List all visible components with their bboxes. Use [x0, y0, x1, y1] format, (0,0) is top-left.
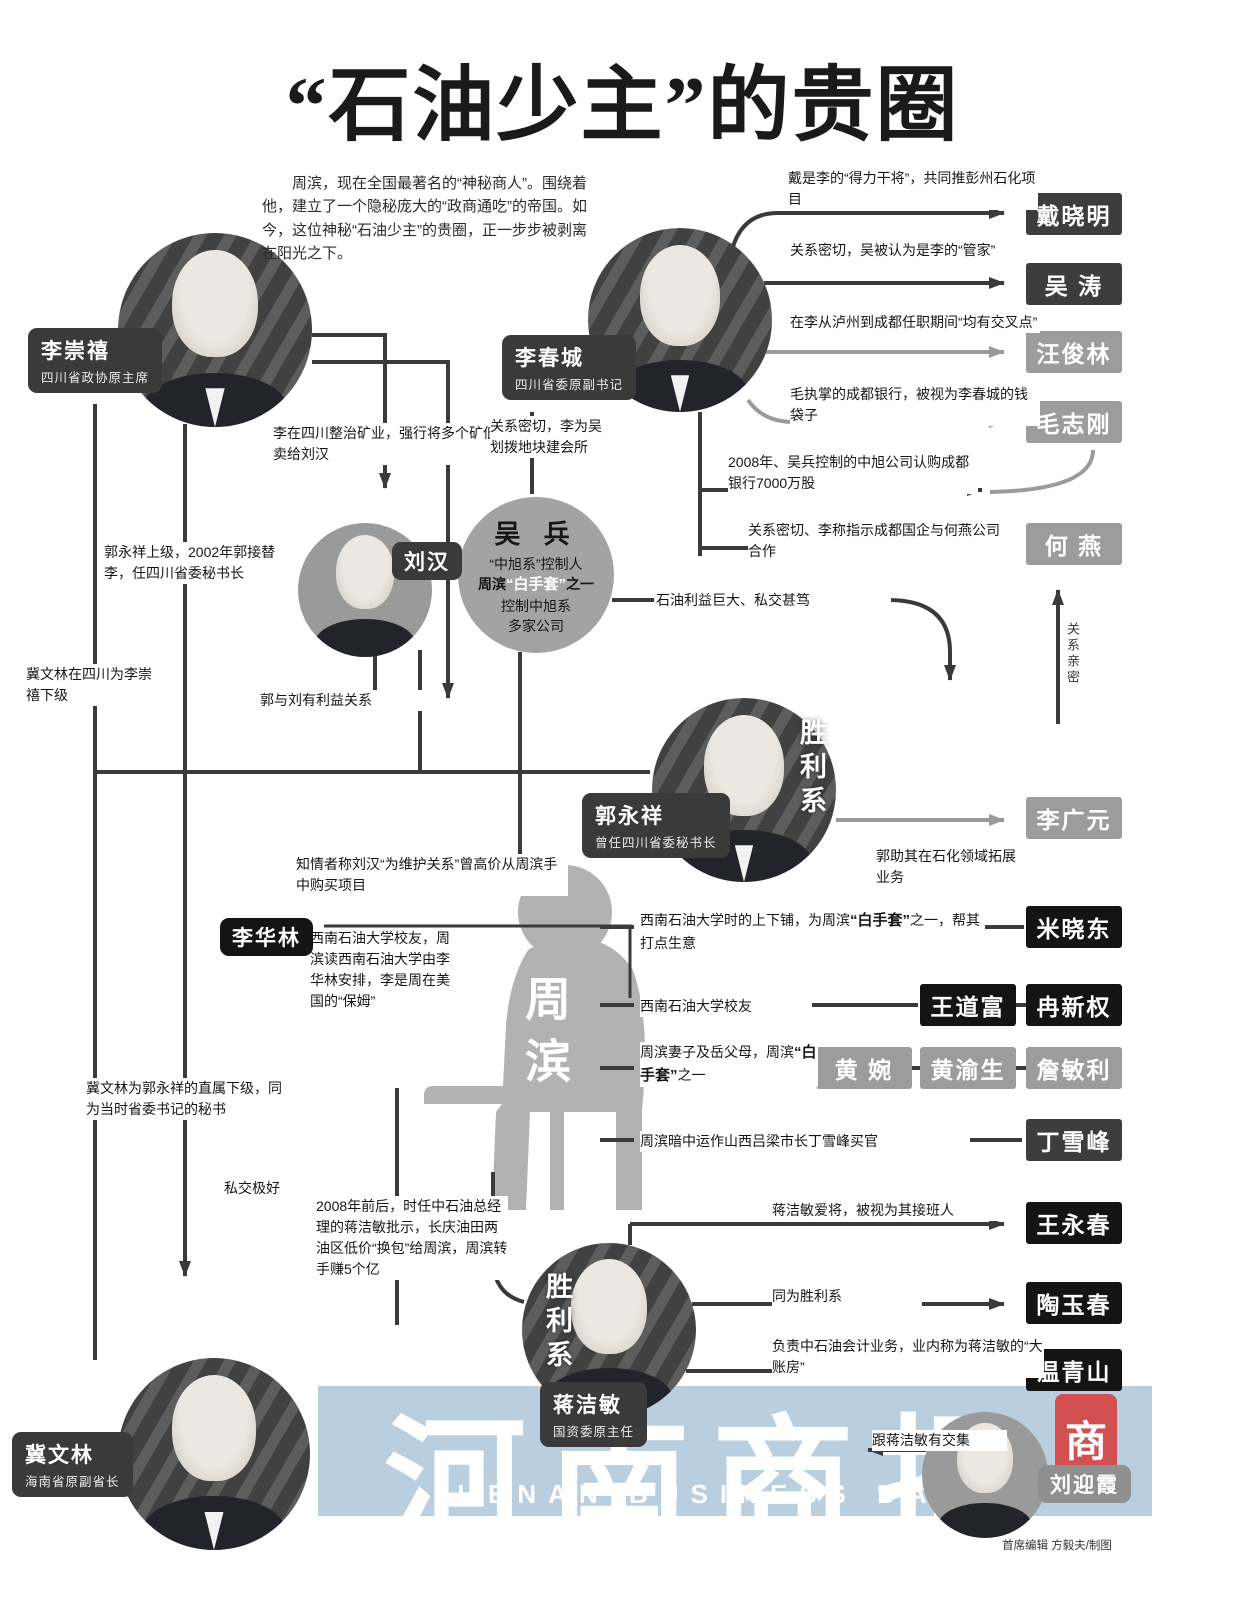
- node-mao-zhigang: 毛志刚: [1026, 401, 1122, 443]
- credit-line: 首席编辑 方毅夫/制图: [1002, 1540, 1112, 1552]
- person-role: 国资委原主任: [553, 1425, 635, 1439]
- desc-highlight: “白手套”: [505, 575, 566, 593]
- note-mao: 毛执掌的成都银行，被视为李春城的钱袋子: [790, 384, 1040, 426]
- note-shihua: 郭助其在石化领域拓展业务: [876, 846, 1026, 888]
- note-dai: 戴是李的“得力干将”，共同推彭州石化项目: [788, 168, 1038, 210]
- note-zhongxu: 2008年、吴兵控制的中旭公司认购成都银行7000万股: [728, 452, 978, 494]
- node-wu-tao: 吴 涛: [1026, 263, 1122, 305]
- note-wang: 在李从泸州到成都任职期间“均有交叉点”: [790, 312, 1040, 333]
- node-li-guangyuan: 李广元: [1026, 797, 1122, 839]
- namecard-li-chongxi: 李崇禧 四川省政协原主席: [28, 328, 163, 393]
- namecard-liu-han: 刘汉: [392, 542, 462, 580]
- face-shape: [171, 1375, 257, 1481]
- face-shape: [172, 250, 258, 358]
- node-wang-yongchun: 王永春: [1026, 1202, 1122, 1244]
- note-zhangfang: 负责中石油会计业务，业内称为蒋洁敏的“大账房”: [772, 1336, 1044, 1378]
- note-qizi: 周滨妻子及岳父母，周滨“白手套”之一: [640, 1042, 818, 1087]
- badge-shengli-guo: 胜利系: [796, 718, 826, 820]
- newspaper-banner: 河南商报 商 HENAN BUSINESS DAILY: [318, 1386, 1152, 1516]
- person-desc: 控制中旭系: [501, 597, 571, 614]
- page-title: “石油少主”的贵圈: [285, 60, 960, 151]
- person-role: 四川省委原副书记: [515, 378, 624, 392]
- person-desc: “中旭系”控制人: [489, 555, 583, 572]
- namecard-jiang-jiemin: 蒋洁敏 国资委原主任: [540, 1382, 648, 1447]
- desc-text: 之一: [566, 575, 594, 592]
- note-kuangye: 李在四川整治矿业，强行将多个矿低价卖给刘汉: [273, 423, 513, 465]
- note-highlight: “白手套”: [850, 912, 911, 929]
- photo-li-chuncheng: [588, 228, 772, 412]
- node-wang-daofu: 王道富: [920, 984, 1016, 1026]
- node-mi-xiaodong: 米晓东: [1026, 906, 1122, 948]
- note-text: 周滨妻子及岳父母，周滨: [640, 1044, 794, 1060]
- note-wutao: 关系密切，吴被认为是李的“管家”: [790, 240, 1005, 261]
- node-tao-yuchun: 陶玉春: [1026, 1282, 1122, 1324]
- node-huang-wan: 黄 婉: [816, 1047, 912, 1089]
- note-huisuo: 关系密切，李为吴划拨地块建会所: [490, 416, 602, 458]
- node-huang-yusheng: 黄渝生: [920, 1047, 1016, 1089]
- person-role: 海南省原副省长: [25, 1475, 120, 1489]
- note-text: 之一，帮其打点生意: [640, 912, 981, 951]
- node-zhan-minli: 詹敏利: [1026, 1047, 1122, 1089]
- person-name: 李崇禧: [41, 340, 110, 363]
- note-huanbao: 2008年前后，时任中石油总经理的蒋洁敏批示，长庆油田两油区低价“换包”给周滨，…: [316, 1196, 508, 1280]
- face-shape: [639, 244, 721, 346]
- note-text: 西南石油大学时的上下铺，为周滨: [640, 912, 850, 928]
- person-name: 李华林: [232, 927, 301, 950]
- note-highlight: “白手套”: [640, 1044, 817, 1084]
- brand-name: 河南商报: [384, 1406, 1040, 1516]
- person-role: 四川省政协原主席: [41, 371, 150, 385]
- face-shape: [570, 1258, 648, 1355]
- namecard-li-chuncheng: 李春城 四川省委原副书记: [502, 335, 637, 400]
- node-ding-xuefeng: 丁雪峰: [1026, 1119, 1122, 1161]
- person-name: 李春城: [515, 347, 584, 370]
- face-shape: [335, 535, 395, 609]
- namecard-guo-yongxiang: 郭永祥 曾任四川省委秘书长: [582, 793, 730, 858]
- person-desc: 周滨“白手套”之一: [478, 574, 594, 596]
- note-shiyou-liyi: 石油利益巨大、私交甚笃: [656, 590, 891, 611]
- note-qinmi: 关系亲密: [1065, 622, 1080, 686]
- node-wu-bing: 吴 兵 “中旭系”控制人 周滨“白手套”之一 控制中旭系 多家公司: [458, 497, 614, 653]
- badge-shengli-jiang: 胜利系: [542, 1272, 572, 1374]
- intro-paragraph: 周滨，现在全国最著名的“神秘商人”。围绕着他，建立了一个隐秘庞大的“政商通吃”的…: [262, 175, 587, 262]
- node-ran-xinquan: 冉新权: [1026, 984, 1122, 1026]
- note-guo-liu: 郭与刘有利益关系: [260, 690, 440, 711]
- note-sijiao: 私交极好: [224, 1178, 280, 1199]
- note-li-hualin: 西南石油大学校友，周滨读西南石油大学由李华林安排，李是周在美国的“保姆”: [310, 928, 460, 1012]
- node-he-yan: 何 燕: [1026, 523, 1122, 565]
- person-name: 刘汉: [404, 551, 450, 574]
- note-jiaoji: 跟蒋洁敏有交集: [872, 1430, 1007, 1451]
- brand-name-english: HENAN BUSINESS DAILY: [457, 1479, 1013, 1509]
- label-zhou-bin: 周滨: [519, 975, 571, 1099]
- namecard-liu-yingxia: 刘迎霞: [1038, 1465, 1131, 1503]
- namecard-ji-wenlin: 冀文林 海南省原副省长: [12, 1432, 133, 1497]
- photo-ji-wenlin: [118, 1358, 310, 1550]
- note-gaojia: 知情者称刘汉“为维护关系”曾高价从周滨手中购买项目: [296, 854, 568, 896]
- suit-shape: [938, 1502, 1032, 1538]
- person-name: 刘迎霞: [1050, 1474, 1119, 1497]
- node-wang-junlin: 汪俊林: [1026, 331, 1122, 373]
- note-ji-guo: 冀文林为郭永祥的直属下级，同为当时省委书记的秘书: [86, 1078, 286, 1120]
- note-text: 之一: [677, 1066, 706, 1083]
- person-name: 蒋洁敏: [553, 1394, 622, 1417]
- note-shengli: 同为胜利系: [772, 1286, 922, 1307]
- person-desc: 多家公司: [508, 618, 564, 635]
- suit-shape: [315, 619, 415, 657]
- person-name: 郭永祥: [595, 805, 664, 828]
- note-jiang-aijiang: 蒋洁敏爱将，被视为其接班人: [772, 1200, 1017, 1221]
- person-name: 冀文林: [25, 1444, 94, 1467]
- note-heyan: 关系密切、李称指示成都国企与何燕公司合作: [748, 520, 1006, 562]
- person-name: 吴 兵: [494, 518, 578, 549]
- namecard-li-hualin: 李华林: [220, 918, 313, 956]
- note-maiguan: 周滨暗中运作山西吕梁市长丁雪峰买官: [640, 1131, 970, 1152]
- note-ji-xiaji: 冀文林在四川为李崇禧下级: [26, 664, 156, 706]
- desc-text: 周滨: [477, 575, 506, 592]
- node-dai-xiaoming: 戴晓明: [1026, 193, 1122, 235]
- note-mi-xiaodong: 西南石油大学时的上下铺，为周滨“白手套”之一，帮其打点生意: [640, 910, 985, 954]
- note-guo-shangji: 郭永祥上级，2002年郭接替李，任四川省委秘书长: [104, 542, 294, 584]
- person-role: 曾任四川省委秘书长: [595, 836, 717, 850]
- photo-jiang-jiemin: [522, 1243, 696, 1417]
- note-xiaoyou: 西南石油大学校友: [640, 996, 810, 1017]
